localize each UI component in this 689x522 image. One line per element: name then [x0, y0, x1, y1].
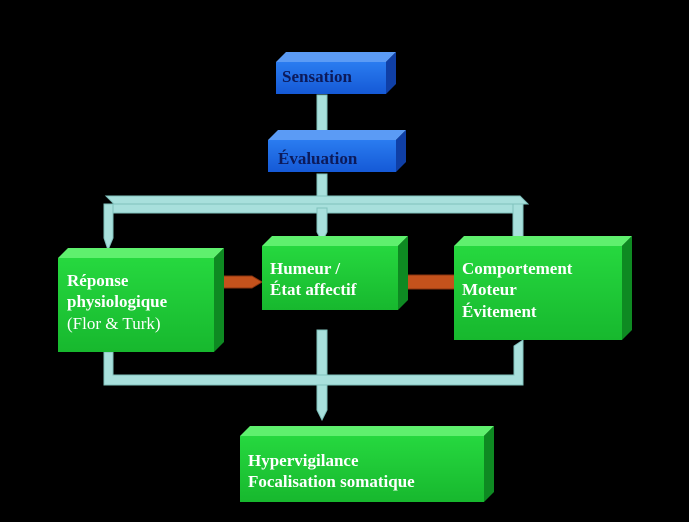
connector-top-bar	[104, 195, 530, 205]
hypervigilance-line-1: Hypervigilance	[248, 451, 359, 470]
connector-bottom-bar	[103, 339, 524, 386]
evaluation-box	[268, 130, 406, 172]
sensation-label: Sensation	[282, 66, 352, 87]
hypervigilance-box	[240, 426, 494, 502]
comportement-line-2: Moteur	[462, 280, 517, 300]
comportement-label: Comportement Moteur Évitement	[462, 258, 572, 322]
physio-box-front	[58, 258, 214, 352]
physio-line-1: Réponse	[67, 271, 129, 290]
comportement-line-1: Comportement	[462, 259, 573, 278]
physio-box-side	[214, 248, 224, 352]
comportement-box-front	[454, 246, 622, 340]
hypervigilance-box-side	[484, 426, 494, 502]
connector-humeur-down	[316, 329, 328, 376]
evaluation-box-side	[396, 130, 406, 172]
sensation-box	[276, 52, 396, 94]
sensation-line-1: Sensation	[282, 67, 352, 86]
sensation-box-top	[276, 52, 396, 62]
humeur-line-1: Humeur /	[270, 259, 341, 278]
evaluation-box-front	[268, 140, 396, 172]
arrow-physio-humeur	[219, 275, 263, 289]
humeur-box-front	[262, 246, 398, 310]
connector-to-hypervigilance	[316, 384, 328, 422]
hypervigilance-box-top	[240, 426, 494, 436]
boxes	[58, 52, 632, 502]
humeur-box	[262, 236, 408, 310]
comportement-box-top	[454, 236, 632, 246]
connector-to-physio	[103, 203, 114, 252]
physio-box	[58, 248, 224, 352]
physio-line-3: (Flor & Turk)	[67, 313, 161, 333]
humeur-label: Humeur / État affectif	[270, 258, 356, 301]
hypervigilance-line-2: Focalisation somatique	[248, 472, 415, 492]
evaluation-line-1: Évaluation	[278, 149, 358, 168]
physio-line-2: physiologique	[67, 292, 168, 312]
humeur-box-side	[398, 236, 408, 310]
comportement-line-3: Évitement	[462, 301, 537, 321]
humeur-line-2: État affectif	[270, 280, 357, 300]
physio-box-top	[58, 248, 224, 258]
hypervigilance-box-front	[240, 436, 484, 502]
evaluation-label: Évaluation	[278, 148, 357, 169]
physio-label: Réponse physiologique (Flor & Turk)	[67, 270, 167, 334]
sensation-box-side	[386, 52, 396, 94]
comportement-box	[454, 236, 632, 340]
connector-top-bar-face	[105, 203, 521, 214]
evaluation-box-top	[268, 130, 406, 140]
humeur-box-top	[262, 236, 408, 246]
sensation-box-front	[276, 62, 386, 94]
comportement-box-side	[622, 236, 632, 340]
hypervigilance-label: Hypervigilance Focalisation somatique	[248, 450, 415, 493]
